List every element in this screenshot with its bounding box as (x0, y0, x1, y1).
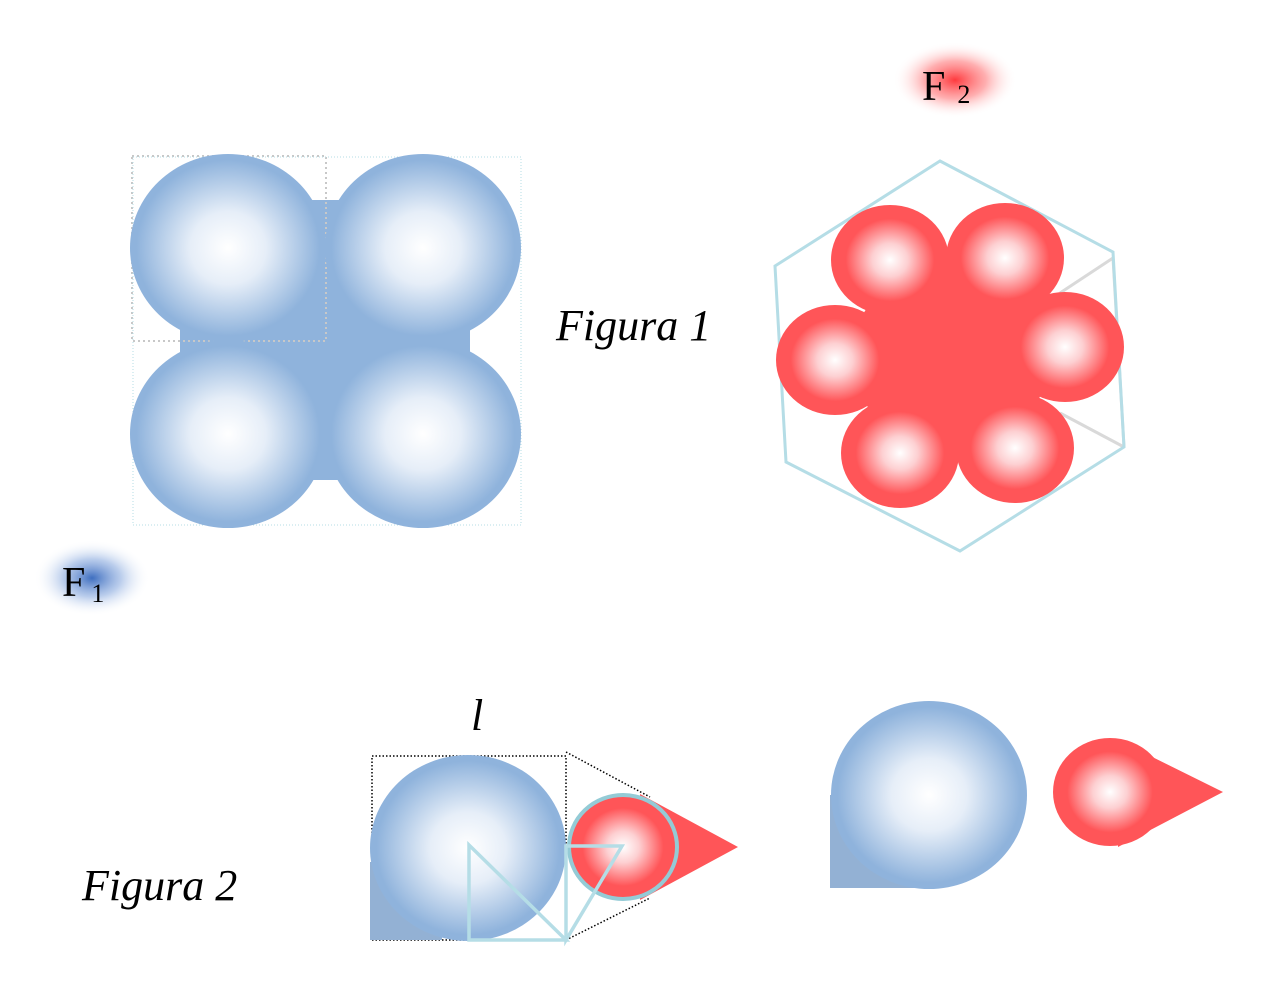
triangle-outline (467, 840, 571, 942)
blue-sphere (325, 340, 521, 528)
red-sphere (841, 398, 959, 508)
figure1-caption: Figura 1 (555, 301, 711, 350)
triangle-outline (564, 844, 626, 947)
hexagonal-packing (773, 159, 1126, 553)
red-sphere (956, 393, 1074, 503)
square-packing (130, 154, 522, 528)
hexagon-outline (773, 159, 1126, 553)
dotted-line (565, 897, 651, 941)
red-sphere (1006, 292, 1124, 402)
guide-line (1059, 256, 1114, 295)
figure2-shapes (830, 701, 1223, 889)
red-sphere (946, 203, 1064, 313)
figure2-caption: Figura 2 (81, 861, 237, 910)
red-sphere (1053, 738, 1167, 846)
blue-sphere (831, 701, 1027, 889)
dotted-line (565, 751, 651, 798)
length-label: l (471, 691, 483, 740)
figure2-construction: l (370, 691, 738, 947)
blue-sphere (130, 340, 326, 528)
guide-line (1059, 411, 1125, 449)
f2-glow (893, 42, 1017, 118)
blue-sphere (130, 154, 326, 342)
f1-glow (34, 540, 150, 616)
red-sphere (776, 305, 894, 415)
blue-sphere (325, 154, 521, 342)
red-sphere (831, 205, 949, 315)
